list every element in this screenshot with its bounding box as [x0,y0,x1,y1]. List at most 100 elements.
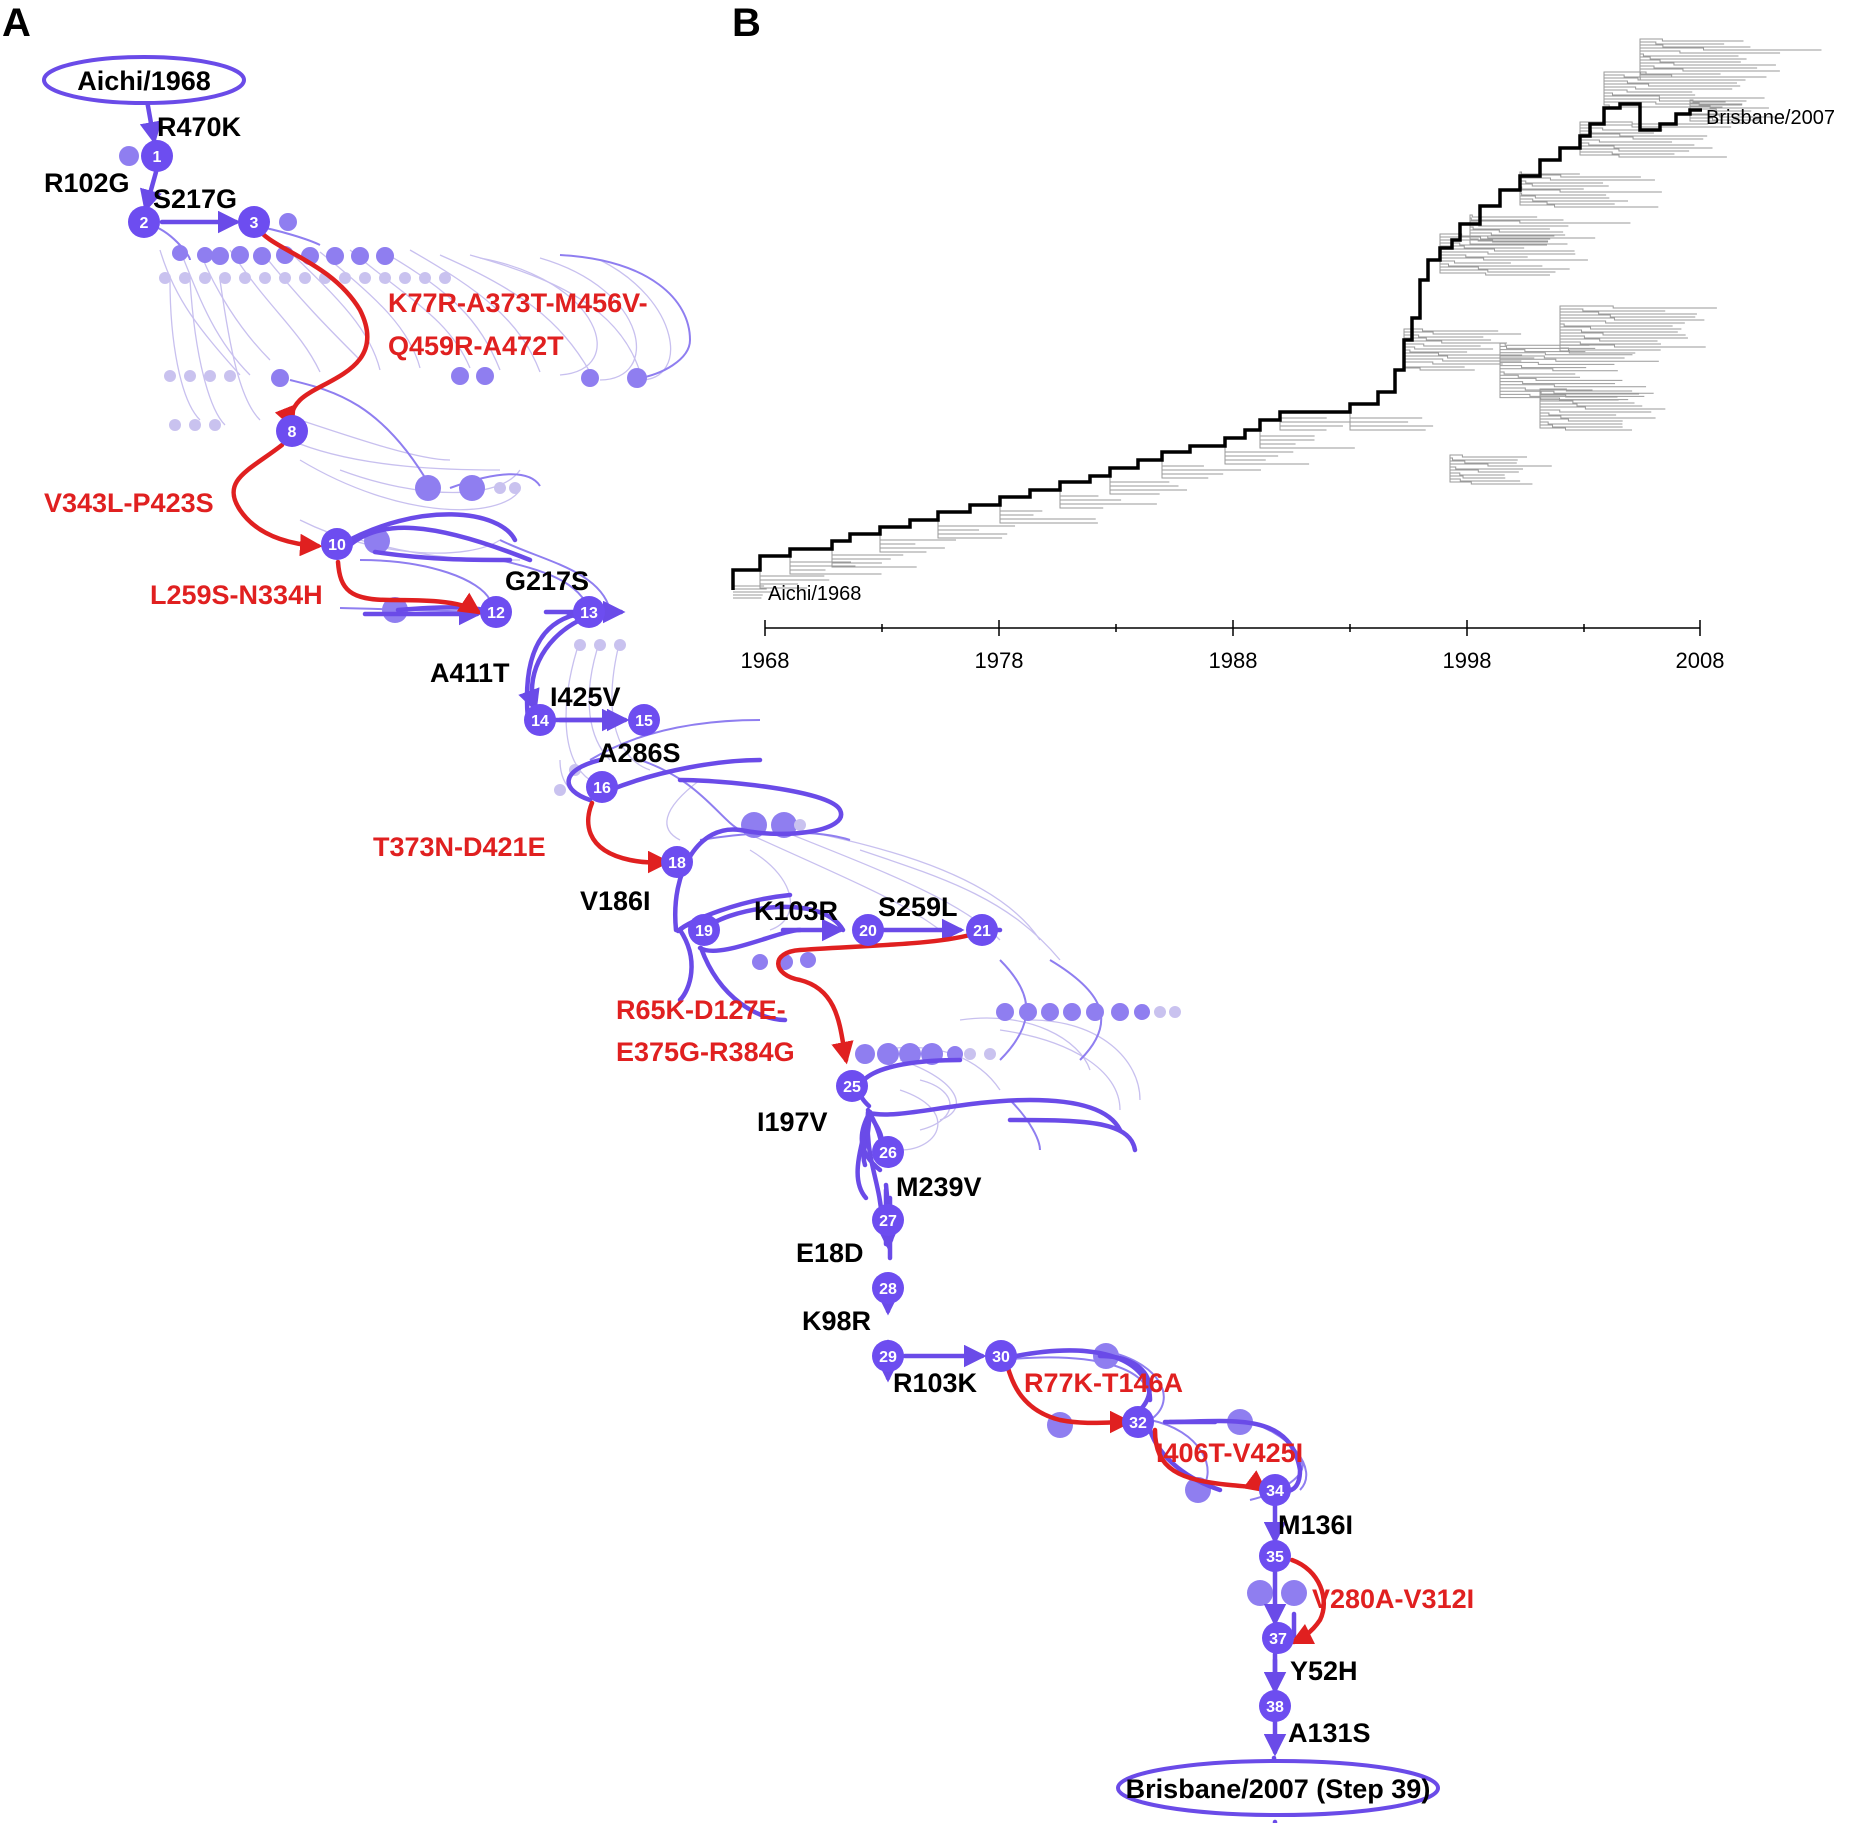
tree-branch [759,570,825,577]
tree-branch [759,570,799,585]
tree-branch [1499,368,1618,372]
svg-text:32: 32 [1129,1415,1147,1432]
tree-branch [831,549,917,568]
tree-branch [1559,330,1688,339]
mutation-label-red: I406T-V425I [1156,1438,1303,1468]
tree-branch [1499,365,1587,372]
mutation-label-red: Q459R-A472T [388,331,564,361]
tree-branch [999,505,1098,524]
tree-branch [1603,83,1741,90]
tree-branch [1559,323,1673,330]
tree-branch [1499,372,1581,378]
background-nodes [119,146,1307,1606]
mutation-label: A411T [430,658,510,688]
mutation-label: Y52H [1290,1656,1358,1686]
tree-branch [1403,346,1494,350]
svg-text:Brisbane/2007 (Step 39): Brisbane/2007 (Step 39) [1126,1774,1431,1804]
mutation-label: S259L [878,892,958,922]
node-16: 16 [586,771,618,803]
tree-branch [1689,105,1769,112]
tree-branch [1640,59,1741,63]
mutation-label: A286S [598,738,681,768]
tree-branch [1259,430,1355,449]
tree-branch [789,556,856,567]
svg-text:18: 18 [668,855,686,872]
tree-branch [1449,470,1506,479]
tree-branch [999,505,1043,512]
svg-text:26: 26 [879,1145,897,1162]
mutation-label: S217G [153,184,237,214]
svg-text:19: 19 [695,923,713,940]
tree-branch [937,520,980,531]
tree-branch [1439,255,1550,276]
node-38: 38 [1259,1690,1291,1722]
tree-branch [1259,430,1315,441]
tick-label: 2008 [1676,648,1725,673]
tree-branch [879,534,945,549]
panel-label-b: B [732,1,761,45]
node-32: 32 [1122,1406,1154,1438]
tree-branch [1469,230,1568,245]
tree-branch [1639,53,1739,60]
tree-branch [1604,89,1693,93]
tree-axis: 1968 1978 1988 1998 2008 [741,620,1725,673]
node-12: 12 [480,596,512,628]
node-25: 25 [836,1070,868,1102]
tree-branch [1161,460,1204,467]
tree-branch [1539,410,1633,431]
main-path [139,92,1303,1823]
end-node: Brisbane/2007 (Step 39) [1116,1759,1440,1817]
node-21: 21 [966,914,998,946]
start-node: Aichi/1968 [42,55,246,105]
tree-branch [1349,412,1434,427]
tree-branch [1560,329,1678,333]
tree-branch [1559,330,1636,354]
tree-branch [1059,490,1104,509]
mutation-label-red: K77R-A373T-M456V- [388,288,648,318]
tree-branch [1161,460,1224,475]
tree-branch [879,534,916,545]
svg-text:13: 13 [580,605,598,622]
panel-label-a: A [2,1,31,45]
node-37: 37 [1262,1622,1294,1654]
tree-branch [1603,90,1765,99]
tree-branch [1449,463,1552,470]
red-path [231,223,1326,1645]
mutation-label-red: V280A-V312I [1312,1584,1474,1614]
tree-branch [1559,326,1682,330]
tree-branch [1161,460,1209,479]
tree-branch [1603,86,1733,90]
tree-branch [1059,490,1122,501]
mutation-label-red: E375G-R384G [616,1037,795,1067]
svg-text:3: 3 [250,215,259,232]
svg-text:Aichi/1968: Aichi/1968 [77,66,211,96]
node-19: 19 [688,914,720,946]
svg-text:25: 25 [843,1079,861,1096]
tree-branch [1639,56,1747,60]
tree-branch [1059,490,1157,505]
secondary-links [149,224,1308,1501]
tree-branch [1579,140,1727,158]
node-15: 15 [628,704,660,736]
mutation-label-red: T373N-D421E [373,832,546,862]
tree-branch [879,534,927,553]
tree-branch [1349,412,1409,423]
tree-branch [831,549,882,564]
svg-text:1: 1 [153,149,162,166]
tree-branch [759,570,830,581]
mutation-labels-red: K77R-A373T-M456V- Q459R-A472T V343L-P423… [44,288,1474,1614]
tree-branch [1450,469,1519,473]
mutation-label: R103K [893,1368,978,1398]
node-35: 35 [1259,1540,1291,1572]
node-2: 2 [128,206,160,238]
mutation-label: K98R [802,1306,871,1336]
mutation-label: V186I [580,886,651,916]
tree-branch [1404,349,1468,353]
svg-text:12: 12 [487,605,505,622]
tree-branch [1689,112,1748,124]
tree-branch [831,549,891,560]
tree-branch [1470,229,1564,233]
tree-branch [1449,470,1533,485]
node-27: 27 [872,1204,904,1236]
